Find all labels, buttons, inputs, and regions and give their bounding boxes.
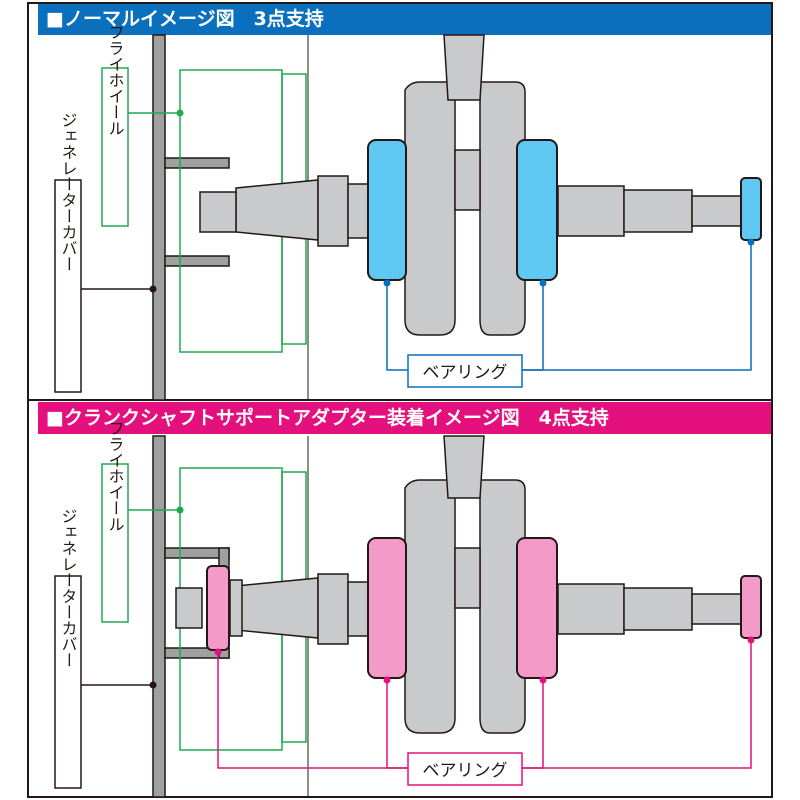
cover-label-box (54, 575, 82, 789)
bearing-label-box (407, 752, 523, 786)
bearing-leader-right (522, 242, 752, 371)
crank-web-right (479, 81, 526, 336)
bearing-left (367, 139, 407, 281)
crank-shaft-taper (235, 577, 319, 639)
crank-web-left (404, 479, 456, 734)
shaft-collar-left (347, 183, 369, 239)
flywheel-label-box (101, 463, 129, 623)
flywheel-leader-dot (176, 109, 184, 117)
bearing-adapter (206, 565, 230, 651)
cover-rib-upper (164, 157, 230, 169)
bearing-dot-left (383, 279, 391, 287)
cover-label-box (54, 179, 82, 393)
bearing-leader-left (386, 283, 410, 371)
generator-cover-label: ジェネレーターカバー (59, 112, 78, 272)
bearing-leader-left (386, 680, 410, 769)
adapter-collar (229, 579, 243, 637)
shaft-spline (623, 587, 693, 631)
cam-sprocket (317, 175, 349, 247)
bearing-label: ベアリング (423, 363, 508, 383)
adapter-support-title: ■クランクシャフトサポートアダプター装着イメージ図 4点支持 (38, 402, 772, 434)
bearing-leader-right (522, 640, 752, 769)
flywheel-label: フライホイール (106, 24, 125, 136)
bearing-dot-right (747, 238, 755, 246)
generator-cover-wall (152, 34, 166, 401)
bearing-right (516, 537, 558, 679)
cam-sprocket (317, 573, 349, 645)
shaft-collar-left (347, 581, 369, 637)
bearing-label-box (407, 354, 523, 388)
shaft-right-main (557, 583, 625, 635)
generator-cover-label: ジェネレーターカバー (59, 508, 78, 668)
crank-pin (454, 149, 481, 211)
cover-leader-dot (149, 285, 157, 293)
shaft-right-main (557, 185, 625, 237)
bearing-dot-adapter (214, 648, 222, 656)
bearing-dot-mid (539, 279, 547, 287)
bearing-leader-adapter (217, 652, 410, 769)
flywheel-nut (175, 587, 203, 629)
bearing-dot-right (747, 636, 755, 644)
shaft-tip (691, 195, 743, 227)
cover-leader-dot (149, 681, 157, 689)
bearing-dot-mid (539, 676, 547, 684)
connecting-rod (443, 435, 485, 499)
shaft-spline (623, 189, 693, 233)
bearing-end (740, 575, 762, 639)
crank-pin (454, 547, 481, 609)
bottom-diagram: フライホイール ジェネレーターカバー ベアリング (54, 420, 762, 798)
connecting-rod (443, 34, 485, 101)
flywheel-leader-dot (176, 506, 184, 514)
cover-rib-lower (164, 255, 230, 267)
crank-web-right (479, 479, 526, 734)
flywheel-label-box (101, 67, 129, 227)
crank-web-left (404, 81, 456, 336)
top-diagram: フライホイール ジェネレーターカバー ベアリング (54, 24, 762, 401)
bearing-label: ベアリング (423, 761, 508, 781)
normal-support-title: ■ノーマルイメージ図 3点支持 (38, 3, 772, 35)
shaft-tip (691, 593, 743, 625)
flywheel-label: フライホイール (106, 420, 125, 532)
bearing-right (516, 139, 558, 281)
bearing-dot-left (383, 676, 391, 684)
crank-shaft-taper (235, 179, 319, 241)
bearing-end (740, 177, 762, 241)
generator-cover-wall (152, 435, 166, 798)
flywheel-nut (199, 191, 237, 233)
bearing-left (367, 537, 407, 679)
